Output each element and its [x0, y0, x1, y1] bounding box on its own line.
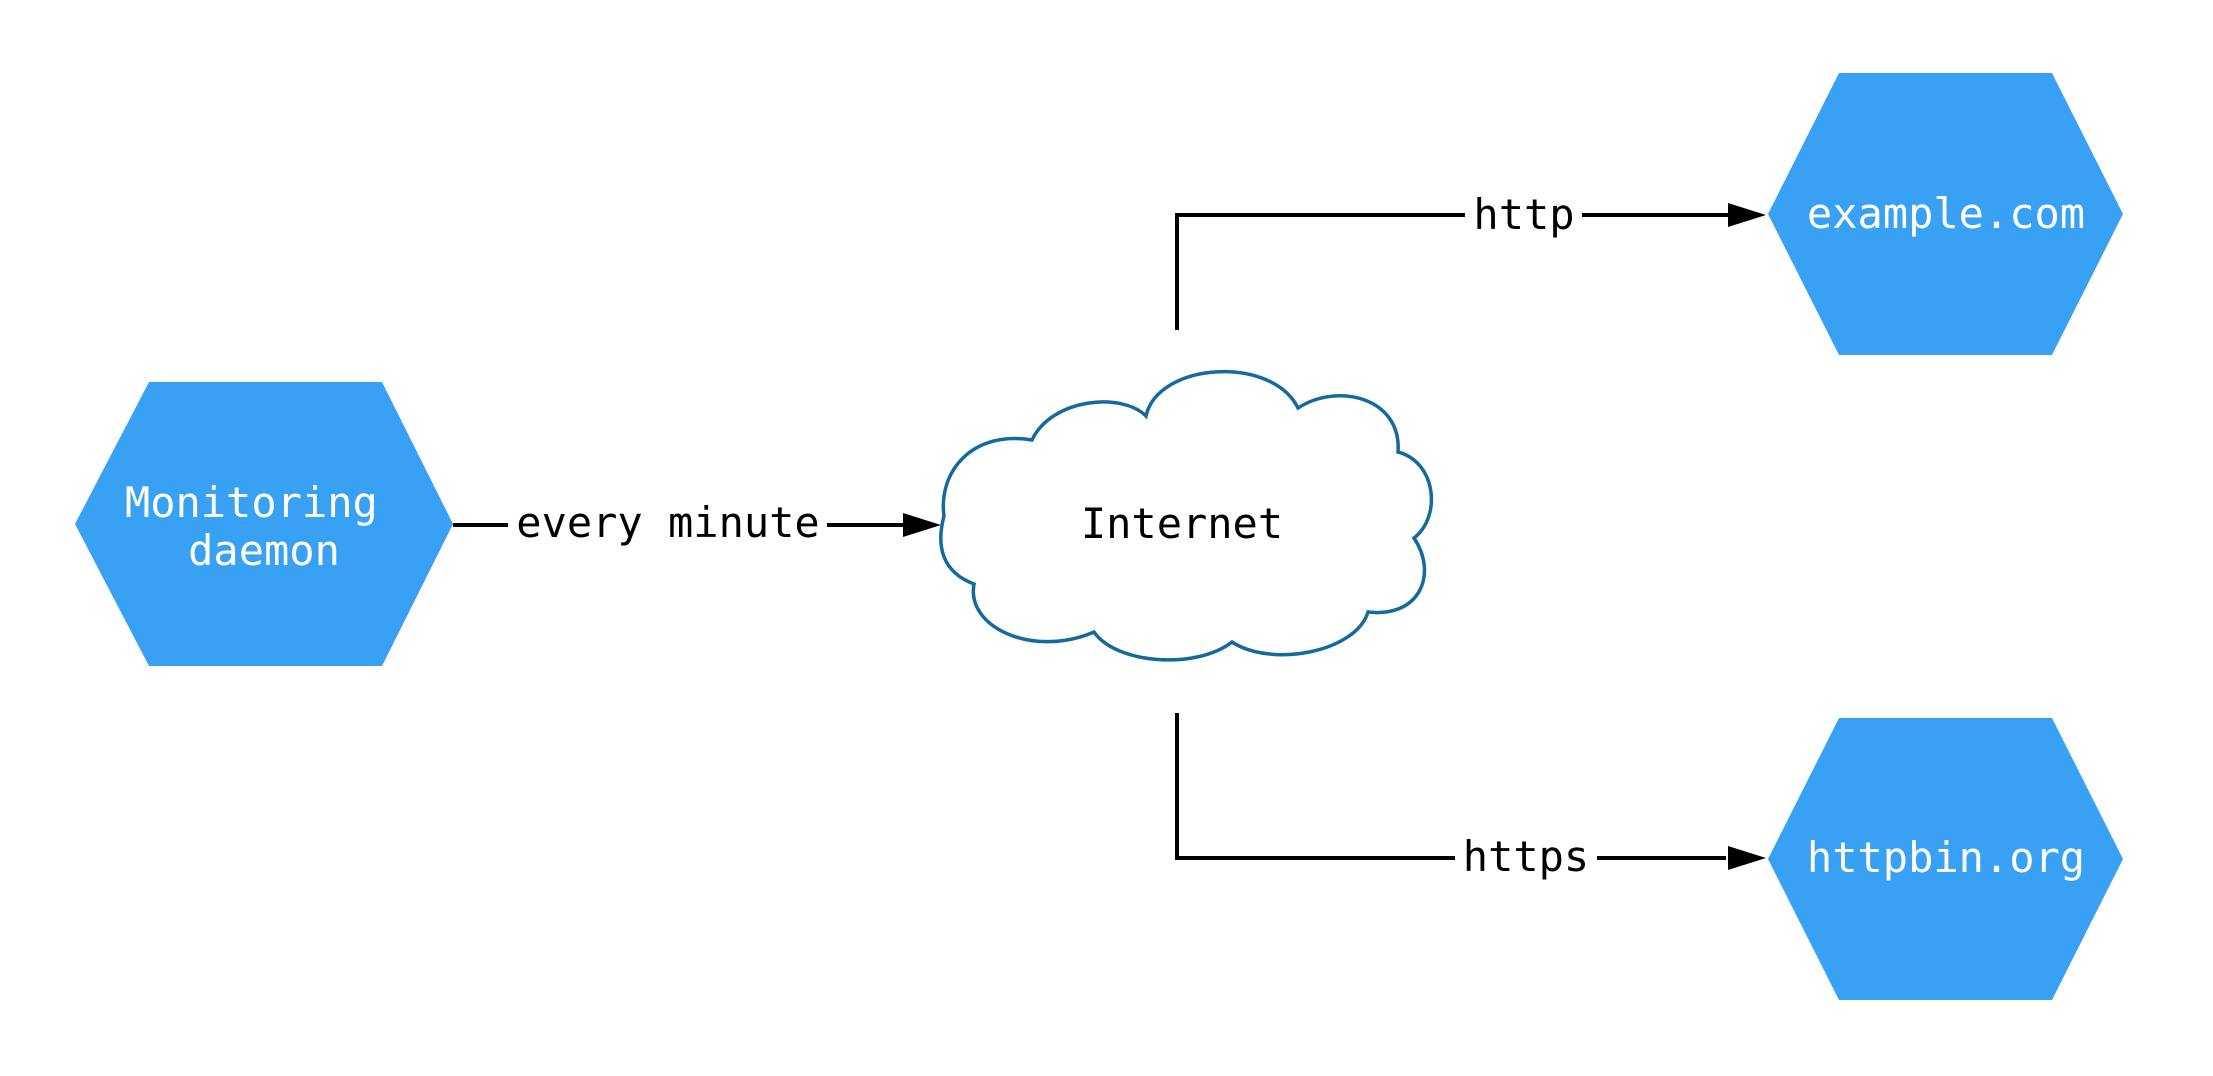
edge-label-https: https [1463, 832, 1589, 881]
hexagon-shape [75, 382, 453, 666]
edge-internet-to-example: http [1175, 190, 1766, 330]
cloud-shape [939, 370, 1434, 662]
node-label-line2: daemon [188, 526, 340, 575]
edge-elbow-line [1175, 213, 1465, 330]
arrowhead-icon [1728, 846, 1766, 870]
arrowhead-icon [1728, 203, 1766, 227]
hexagon-shape [1768, 73, 2123, 355]
edge-label-http: http [1473, 190, 1574, 239]
edge-elbow-line [1175, 713, 1455, 860]
edge-monitoring-to-internet: every minute [453, 498, 941, 547]
node-label-line1: Monitoring [125, 478, 378, 527]
node-label-internet: Internet [1081, 499, 1283, 548]
node-label-httpbin-org: httpbin.org [1807, 833, 2085, 882]
arrowhead-icon [903, 513, 941, 537]
node-example-com: example.com [1768, 73, 2123, 355]
node-internet: Internet [939, 370, 1434, 662]
edge-internet-to-httpbin: https [1175, 713, 1766, 881]
node-httpbin-org: httpbin.org [1768, 718, 2123, 1000]
hexagon-shape [1768, 718, 2123, 1000]
node-label: Monitoring daemon [125, 478, 403, 575]
node-label-example-com: example.com [1807, 189, 2085, 238]
edge-label-every-minute: every minute [516, 498, 819, 547]
node-monitoring-daemon: Monitoring daemon [75, 382, 453, 666]
